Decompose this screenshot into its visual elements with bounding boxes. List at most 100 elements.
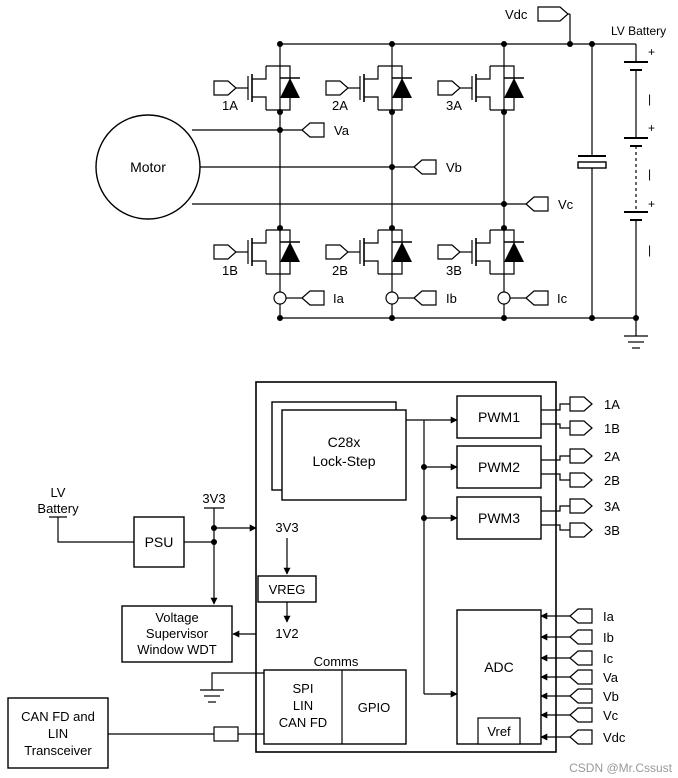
pwm-tag-3a	[569, 498, 593, 514]
pwm-tag-3b	[569, 522, 593, 538]
rail-3v3-in-label: 3V3	[275, 520, 298, 535]
motor-label: Motor	[130, 159, 166, 175]
power-junctions	[211, 525, 217, 545]
bus-junctions	[421, 464, 427, 521]
adc-tag-vdc	[569, 729, 593, 745]
va-tag	[301, 122, 325, 138]
gate-tag-1a	[213, 80, 237, 96]
comms-label: Comms	[314, 654, 359, 669]
comms-canfd: CAN FD	[279, 715, 327, 730]
watermark: CSDN @Mr.Cssust	[569, 761, 673, 775]
pwm-out-1b: 1B	[604, 421, 620, 436]
pwm-tag-1b	[569, 420, 593, 436]
gate-tag-3b	[437, 244, 461, 260]
pwm-tag-2b	[569, 472, 593, 488]
current-sense-b	[385, 291, 399, 305]
igbt-1a	[235, 65, 301, 111]
adc-input-wires	[540, 612, 570, 741]
ia-label: Ia	[333, 291, 345, 306]
adc-tag-vc	[569, 707, 593, 723]
gate-label-2a: 2A	[332, 98, 348, 113]
vb-tag	[413, 159, 437, 175]
vb-label: Vb	[446, 160, 462, 175]
pwm-out-1a: 1A	[604, 397, 620, 412]
pwm3-block	[456, 496, 542, 540]
can-transceiver-line3: Transceiver	[24, 743, 92, 758]
pwm1-label: PWM1	[478, 409, 520, 425]
ib-tag	[413, 290, 437, 306]
inverter-schematic	[192, 14, 648, 349]
supervisor-block	[121, 605, 233, 663]
gate-label-1b: 1B	[222, 263, 238, 278]
battery-minus-1: |	[648, 92, 651, 106]
motor-symbol	[95, 114, 201, 220]
can-transceiver-line2: LIN	[48, 726, 68, 741]
adc-label: ADC	[484, 659, 514, 675]
can-transceiver-line1: CAN FD and	[21, 709, 95, 724]
gpio-label: GPIO	[358, 700, 391, 715]
gate-tag-1b	[213, 244, 237, 260]
psu-label: PSU	[145, 534, 174, 550]
vref-label: Vref	[487, 724, 511, 739]
rail-1v2-label: 1V2	[275, 626, 298, 641]
pwm3-label: PWM3	[478, 510, 520, 526]
adc-in-vb: Vb	[603, 689, 619, 704]
pwm-out-3a: 3A	[604, 499, 620, 514]
adc-tag-ib	[569, 629, 593, 645]
ic-label: Ic	[557, 291, 568, 306]
vc-label: Vc	[558, 197, 574, 212]
va-label: Va	[334, 123, 350, 138]
rail-3v3-label: 3V3	[202, 491, 225, 506]
cpu-label-line2: Lock-Step	[312, 453, 375, 469]
psu-block	[133, 516, 185, 568]
adc-block	[456, 609, 542, 745]
adc-in-va: Va	[603, 670, 619, 685]
pwm-out-2b: 2B	[604, 473, 620, 488]
adc-in-ic: Ic	[603, 651, 614, 666]
ib-label: Ib	[446, 291, 457, 306]
pwm-out-2a: 2A	[604, 449, 620, 464]
gate-tag-2a	[325, 80, 349, 96]
supervisor-line2: Supervisor	[146, 626, 209, 641]
current-sense-c	[497, 291, 511, 305]
gate-label-3a: 3A	[446, 98, 462, 113]
lv-battery-label: LV Battery	[611, 24, 666, 38]
adc-tag-ic	[569, 650, 593, 666]
lv-battery-in-line2: Battery	[37, 501, 79, 516]
comms-block	[263, 669, 407, 745]
ia-tag	[301, 290, 325, 306]
vreg-block	[257, 575, 317, 603]
gate-tag-2b	[325, 244, 349, 260]
igbt-1b	[235, 229, 301, 275]
cpu-label-line1: C28x	[328, 434, 361, 450]
igbt-3b	[459, 229, 525, 275]
adc-tag-vb	[569, 688, 593, 704]
power-wires	[49, 507, 291, 703]
can-transceiver-block	[7, 697, 109, 769]
current-sense-a	[273, 291, 287, 305]
vc-tag	[525, 196, 549, 212]
vref-block	[477, 717, 521, 745]
adc-in-vdc: Vdc	[603, 730, 626, 745]
ic-tag	[525, 290, 549, 306]
lv-battery-in-line1: LV	[51, 485, 66, 500]
comms-spi: SPI	[293, 681, 314, 696]
adc-tag-ia	[569, 608, 593, 624]
pwm-tag-1a	[569, 396, 593, 412]
vreg-label: VREG	[269, 582, 306, 597]
adc-in-ib: Ib	[603, 630, 614, 645]
comms-lin: LIN	[293, 698, 313, 713]
pwm2-block	[456, 445, 542, 489]
pwm-out-3b: 3B	[604, 523, 620, 538]
gate-label-1a: 1A	[222, 98, 238, 113]
battery-minus-2: |	[648, 167, 651, 181]
cpu-block	[281, 409, 407, 501]
battery-plus-3: +	[648, 197, 655, 211]
vdc-label: Vdc	[505, 7, 528, 22]
pwm-tag-2a	[569, 448, 593, 464]
igbt-2b	[347, 229, 413, 275]
battery-plus-1: +	[648, 45, 655, 59]
adc-in-ia: Ia	[603, 609, 615, 624]
igbt-3a	[459, 65, 525, 111]
